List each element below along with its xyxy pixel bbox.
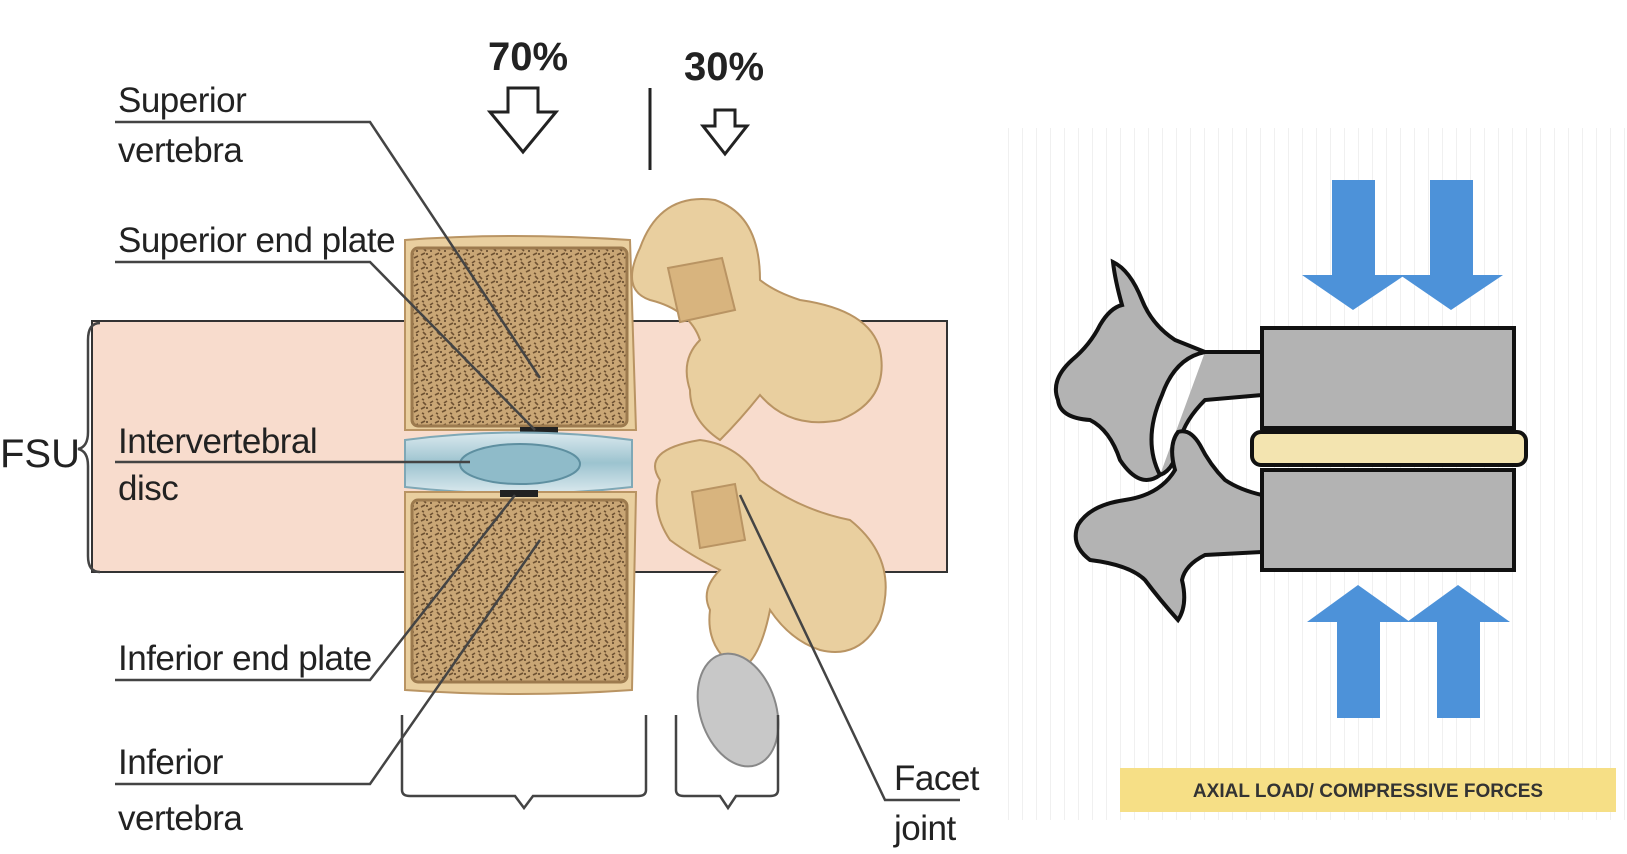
caption-axial-load: AXIAL LOAD/ COMPRESSIVE FORCES	[1193, 781, 1543, 802]
lower-vertebral-body	[1262, 470, 1514, 570]
label-facet-joint-line2: joint	[893, 809, 956, 848]
disc-block	[1252, 432, 1526, 465]
fsu-label: FSU	[0, 432, 80, 476]
label-superior-end-plate: Superior end plate	[118, 221, 395, 260]
left-spine-diagram: FSU 70%	[0, 35, 980, 848]
inferior-end-plate-mark	[500, 490, 538, 497]
anterior-column-brace	[402, 715, 646, 808]
load-arrow-anterior	[490, 88, 556, 152]
superior-vertebral-body	[405, 236, 636, 434]
facet-cartilage	[684, 643, 792, 777]
label-superior-vertebra-line2: vertebra	[118, 131, 243, 170]
load-percent-posterior: 30%	[684, 45, 764, 89]
load-percent-anterior: 70%	[488, 35, 568, 79]
label-intervertebral-disc-line2: disc	[118, 469, 178, 508]
label-facet-joint-line1: Facet	[894, 759, 980, 798]
label-inferior-vertebra-line1: Inferior	[118, 743, 224, 782]
label-intervertebral-disc-line1: Intervertebral	[118, 422, 317, 461]
label-superior-vertebra-line1: Superior	[118, 81, 247, 120]
label-inferior-vertebra-line2: vertebra	[118, 799, 243, 838]
label-inferior-end-plate: Inferior end plate	[118, 639, 372, 678]
load-arrow-posterior	[703, 110, 747, 154]
upper-vertebral-body	[1262, 328, 1514, 428]
right-axial-load-diagram: AXIAL LOAD/ COMPRESSIVE FORCES	[1005, 128, 1625, 820]
